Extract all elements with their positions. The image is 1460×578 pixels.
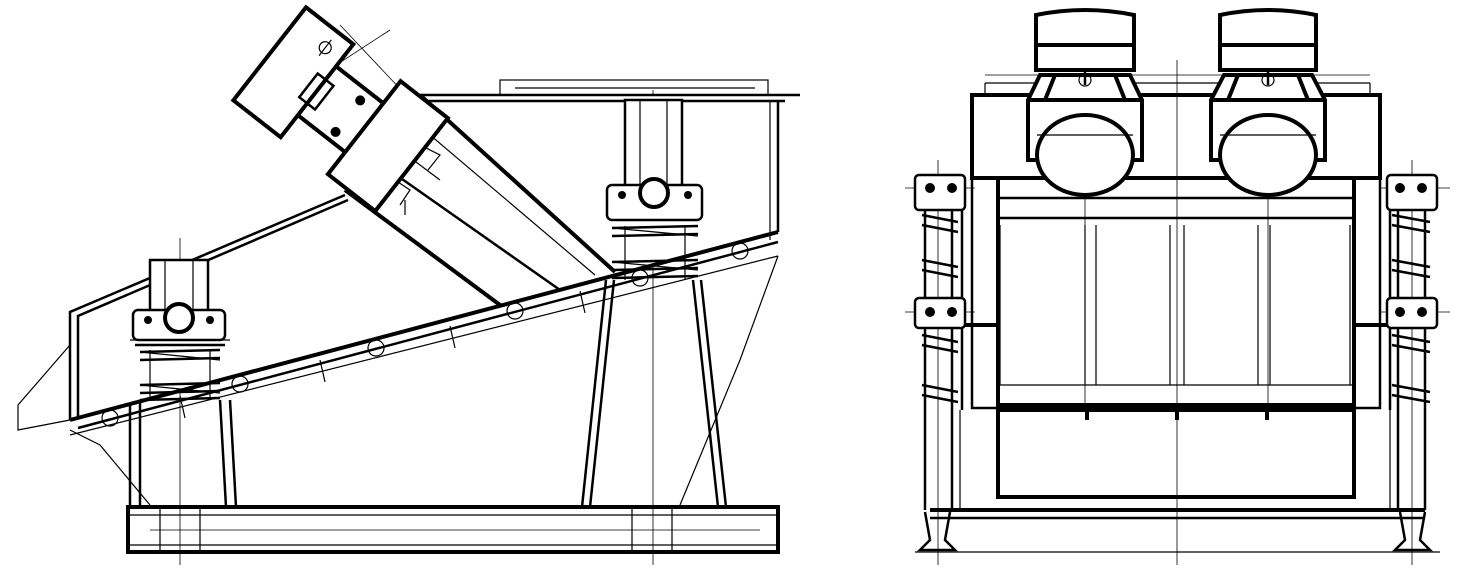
front-right-column bbox=[1385, 173, 1439, 510]
front-right-vibration-motor bbox=[1209, 8, 1327, 197]
side-screen-body bbox=[17, 79, 800, 506]
side-vibration-motor bbox=[230, 4, 451, 214]
side-support-stands bbox=[128, 279, 728, 508]
side-view bbox=[17, 4, 800, 565]
side-right-spring-seat bbox=[605, 98, 704, 222]
front-main-frame bbox=[959, 82, 1392, 510]
side-base-frame bbox=[126, 505, 780, 554]
front-left-vibration-motor bbox=[1026, 8, 1144, 197]
side-left-spring-seat bbox=[130, 258, 230, 342]
side-left-springs bbox=[135, 343, 225, 402]
front-view bbox=[905, 8, 1450, 565]
front-left-column bbox=[913, 173, 967, 510]
front-base bbox=[915, 508, 1440, 553]
side-right-springs bbox=[611, 224, 699, 280]
